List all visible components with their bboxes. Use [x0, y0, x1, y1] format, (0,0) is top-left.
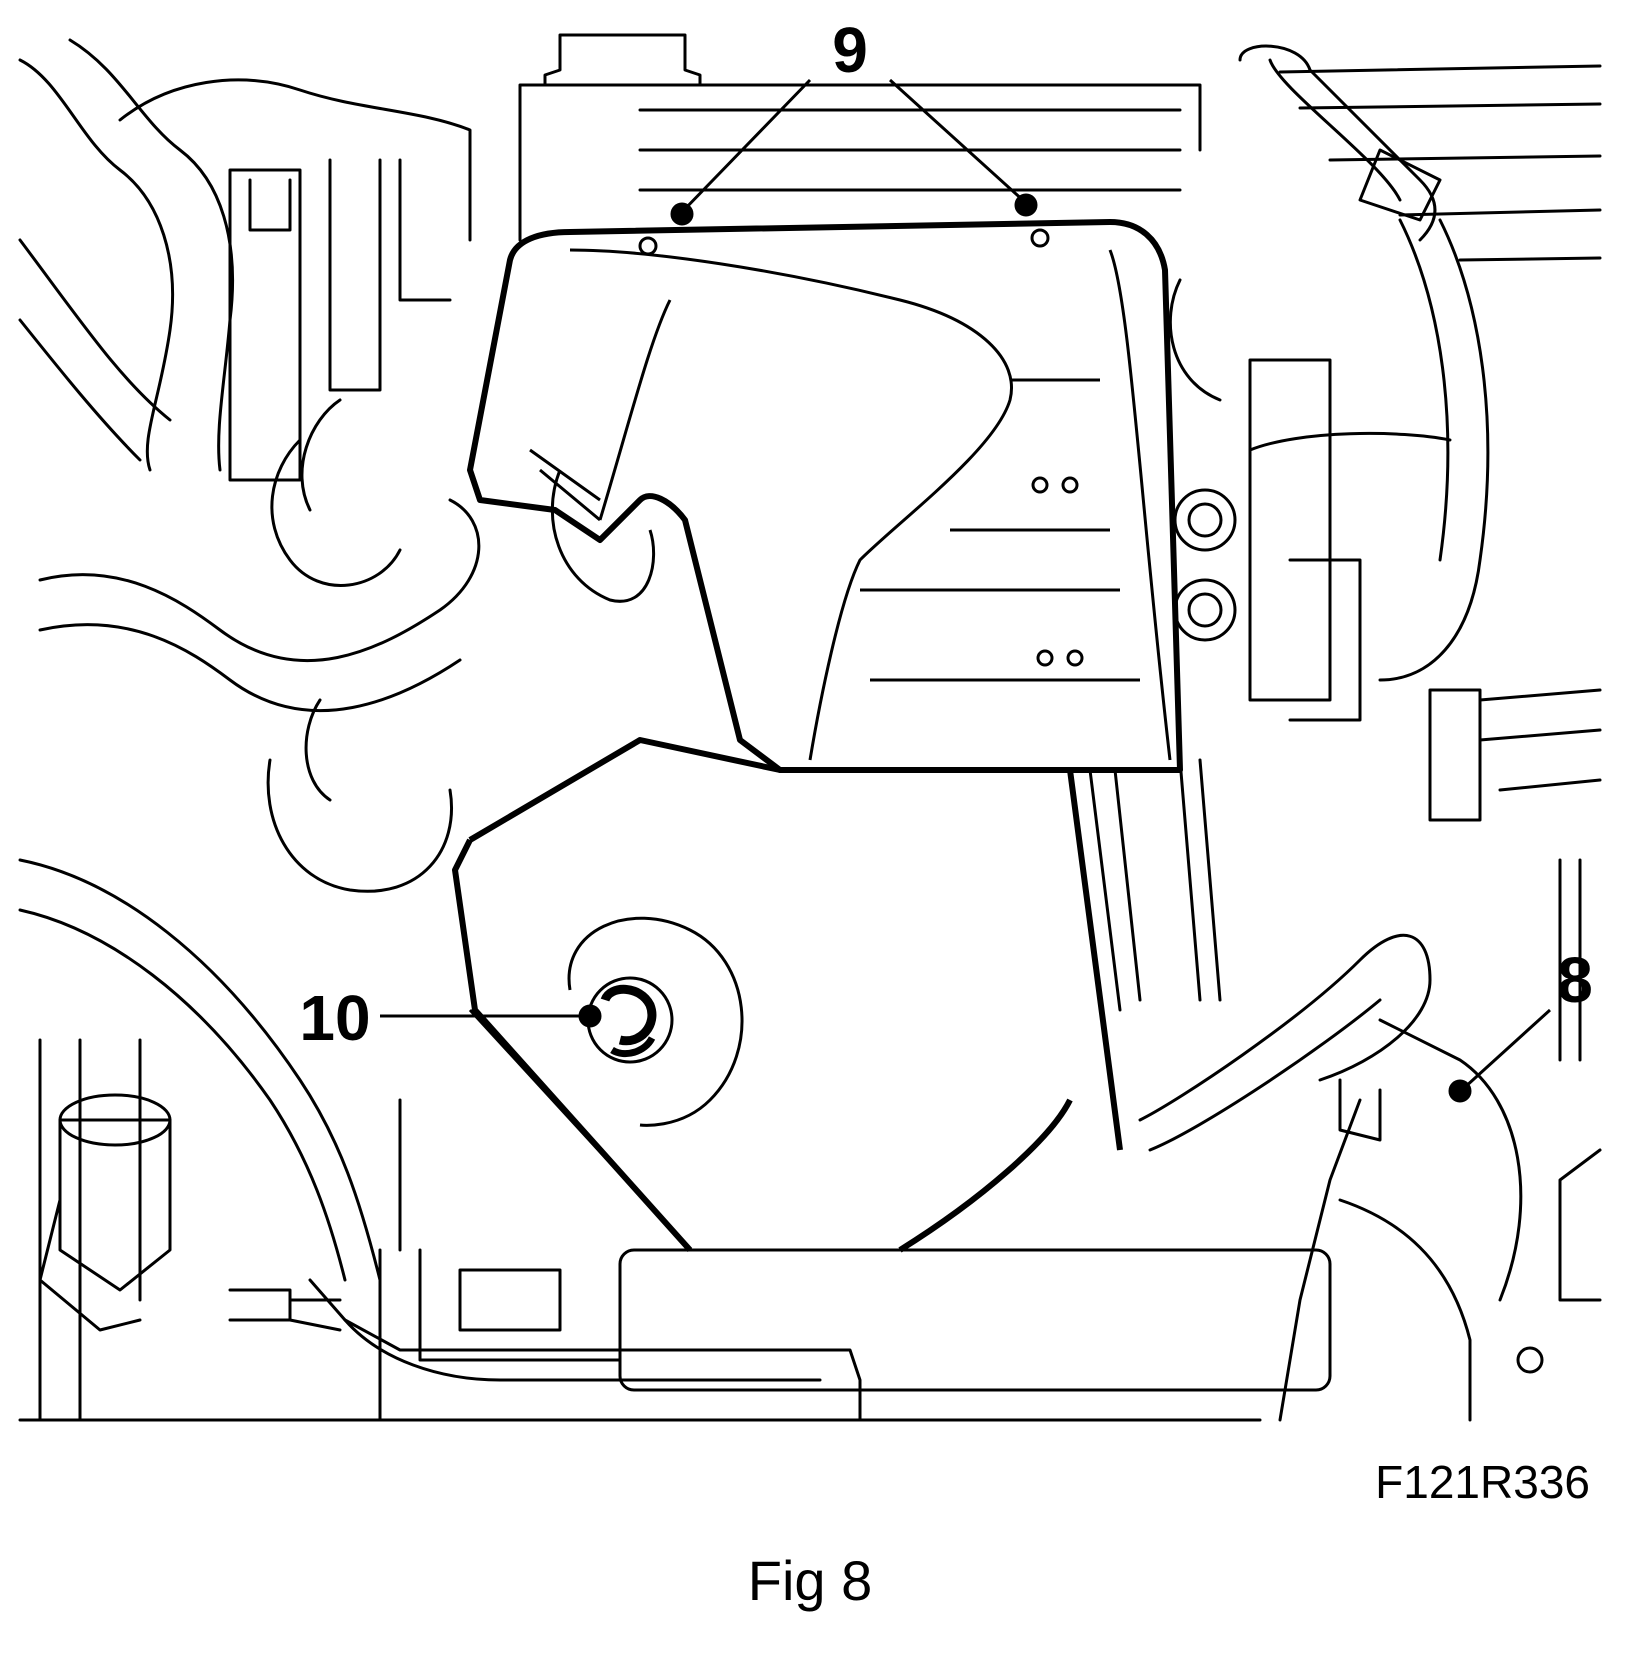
background-engine-details	[18, 33, 1602, 1422]
callout-label-left: 10	[299, 982, 370, 1054]
callout-label-top: 9	[832, 14, 868, 86]
callout-label-right: 8	[1557, 944, 1593, 1016]
air-filter-housing-lower	[452, 737, 1123, 1253]
air-filter-housing-details	[529, 228, 1237, 761]
callout-leaders	[380, 78, 1552, 1103]
air-filter-housing-cover	[467, 219, 1183, 773]
drawing-reference-code: F121R336	[1375, 1456, 1590, 1508]
figure-caption: Fig 8	[748, 1549, 873, 1612]
